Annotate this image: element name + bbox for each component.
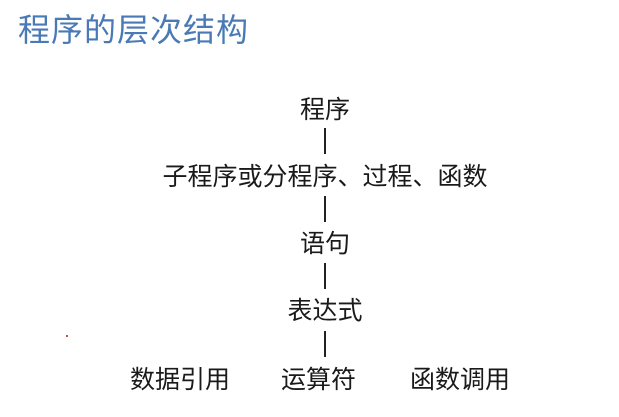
connector-line (324, 331, 326, 357)
leaf-data-reference: 数据引用 (130, 365, 231, 394)
slide-title: 程序的层次结构 (18, 11, 250, 49)
leaf-operator: 运算符 (281, 365, 357, 394)
leaf-function-call: 函数调用 (410, 365, 511, 394)
connector-line (324, 128, 326, 154)
level-statement: 语句 (299, 229, 351, 258)
connector-line (324, 196, 326, 222)
level-program: 程序 (299, 95, 351, 124)
level-subprogram: 子程序或分程序、过程、函数 (162, 162, 488, 191)
connector-line (324, 263, 326, 289)
level-expression: 表达式 (287, 296, 363, 325)
stray-dot (66, 335, 68, 337)
